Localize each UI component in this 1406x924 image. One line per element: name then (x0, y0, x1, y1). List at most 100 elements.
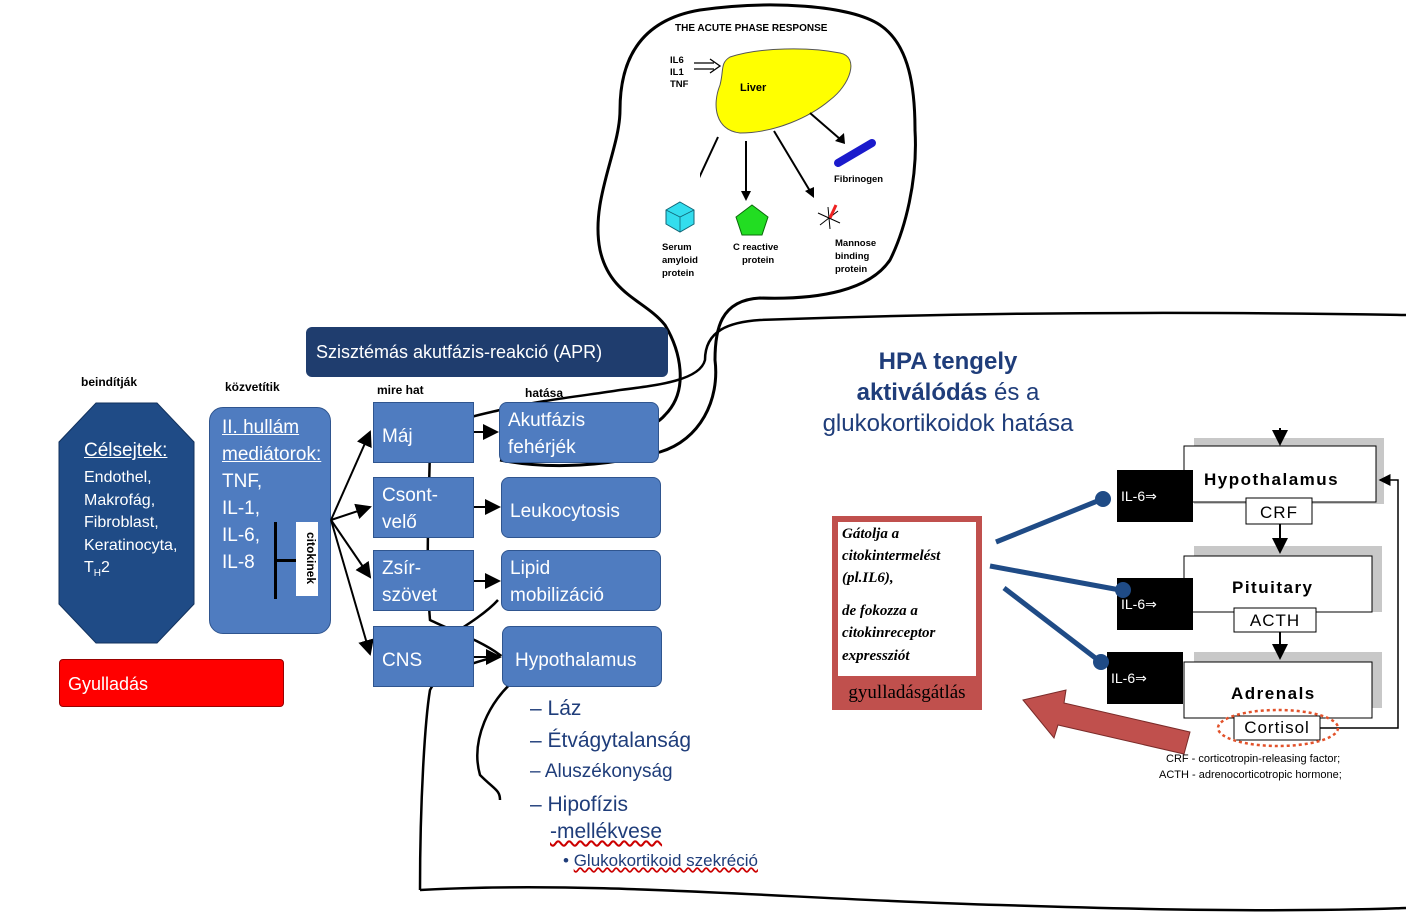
fibrinogen-label: Fibrinogen (834, 174, 884, 185)
label-beinditjak: beindítják (81, 375, 138, 389)
effect-lipid: Lipid mobilizáció (501, 550, 661, 611)
double-arrow-icon (694, 58, 722, 74)
apr-cytokine-tnf: TNF (670, 79, 689, 90)
effect-text: Aluszékonyság (544, 761, 673, 782)
label-hatasa: hatása (525, 386, 564, 400)
organ-line: szövet (382, 585, 437, 606)
gyulladas-box: Gyulladás (59, 659, 284, 707)
celsejtek-octagon (58, 402, 195, 644)
effect-akutfazis: Akutfázis fehérjék (499, 402, 659, 463)
hpa-footnote-acth: ACTH - adrenocorticotropic hormone; (1159, 769, 1342, 781)
mannose-label-1: Mannose (835, 238, 877, 249)
hpa-adrenals-label: Adrenals (1231, 684, 1316, 703)
liver-shape (715, 48, 852, 134)
celsejtek-item-th2: TH2 (84, 557, 177, 586)
apr-cytokine-il6: IL6 (670, 55, 684, 66)
citokinek-label-bg (296, 522, 318, 596)
crp-label-1: C reactive (733, 242, 779, 253)
mediators-bracket-tick (274, 559, 296, 562)
th2-sub: H (93, 568, 102, 580)
hypothalamus-curve (476, 679, 516, 801)
mediators-title-1: II. hullám (222, 417, 300, 438)
note-line: citokinreceptor (842, 625, 936, 641)
hpa-region-outline-bottom (419, 885, 1406, 912)
organ-line: Csont- (382, 485, 438, 506)
th2-main: T (84, 559, 94, 576)
apr-panel-title: THE ACUTE PHASE RESPONSE (675, 23, 828, 34)
effect-line: Lipid (510, 558, 551, 579)
celsejtek-item: Fibroblast, (84, 514, 159, 531)
organ-line: velő (382, 512, 417, 533)
th2-end: 2 (101, 559, 110, 576)
subitem-text: Glukokortikoid szekréció (573, 851, 758, 870)
glukokortikoid-subitem: • Glukokortikoid szekréció (563, 851, 758, 870)
organ-zsirszovet: Zsír- szövet (373, 550, 474, 611)
label-kozvetitik: közvetítik (225, 380, 280, 394)
liver-label: Liver (740, 82, 767, 94)
apr-illustration (700, 48, 876, 236)
hypothalamus-effect-item: – Hipofízis (530, 793, 629, 816)
hpa-title: HPA tengely aktiválódás és a glukokortik… (780, 346, 1116, 439)
effect-text: Étvágytalanság (547, 729, 692, 752)
mediators-box: II. hullám mediátorok: TNF, IL-1, IL-6, … (209, 407, 331, 634)
hpa-diagram (1183, 428, 1399, 748)
note-line: de fokozza a (842, 603, 918, 619)
effect-hypothalamus: Hypothalamus (502, 626, 662, 687)
mannose-label-2: binding (835, 251, 870, 262)
hypothalamus-effect-item: – Étvágytalanság (530, 729, 692, 752)
apr-cytokine-il1: IL1 (670, 67, 684, 78)
effect-text: Hipofízis (547, 793, 629, 816)
hpa-title-bold2: aktiválódás (856, 379, 988, 406)
note-line: expressziót (842, 648, 910, 664)
hypothalamus-effect-item: – Láz (530, 697, 582, 720)
hpa-hypothalamus-label: Hypothalamus (1204, 470, 1340, 489)
celsejtek-item: Endothel, (84, 469, 152, 486)
serum-amyloid-shape (665, 201, 695, 233)
il6-tag-hypothalamus: IL-6⇒ (1117, 470, 1193, 522)
cortisol-label: Cortisol (1244, 718, 1310, 737)
organ-maj: Máj (373, 402, 474, 463)
organ-line: Zsír- (382, 558, 422, 579)
crp-shape (735, 204, 769, 236)
acth-label: ACTH (1249, 611, 1301, 630)
effect-text: Láz (547, 697, 582, 720)
il6-tag-adrenals: IL-6⇒ (1107, 652, 1183, 704)
note-line: Gátolja a (842, 526, 900, 542)
effect-line: mobilizáció (510, 585, 604, 606)
mediator-item: IL-1, (222, 498, 261, 519)
crf-label: CRF (1260, 503, 1298, 522)
organ-csontvelo: Csont- velő (373, 477, 474, 538)
hpa-title-line2: aktiválódás és a (780, 377, 1116, 408)
mediator-item: TNF, (222, 471, 263, 492)
mediator-item: IL-8 (222, 552, 255, 573)
label-mire-hat: mire hat (377, 383, 424, 397)
apr-title-bar: Szisztémás akutfázis-reakció (APR) (306, 327, 668, 377)
hpa-pituitary-label: Pituitary (1232, 578, 1314, 597)
cortisol-arrow (1022, 689, 1191, 755)
mediator-item: IL-6, (222, 525, 261, 546)
hypothalamus-effect-item: – Aluszékonyság (530, 761, 673, 782)
gyulladasgatlas-label: gyulladásgátlás (832, 676, 982, 710)
serum-amyloid-label-3: protein (662, 268, 695, 279)
hpa-title-line1: HPA tengely (878, 348, 1018, 375)
serum-amyloid-label-1: Serum (662, 242, 692, 253)
organ-cns: CNS (373, 626, 474, 687)
apr-cloud-outline (499, 3, 917, 468)
effect-line: Akutfázis (508, 410, 586, 431)
mannose-shape (817, 204, 841, 230)
celsejtek-list: Endothel, Makrofág, Fibroblast, Keratino… (84, 467, 177, 586)
hpa-footnote-crf: CRF - corticotropin-releasing factor; (1166, 753, 1341, 765)
fibrinogen-shape (834, 139, 876, 167)
mediators-title-2: mediátorok: (222, 444, 322, 465)
crp-label-2: protein (742, 255, 775, 266)
celsejtek-title: Célsejtek: (84, 440, 168, 461)
celsejtek-item: Makrofág, (84, 491, 156, 509)
hpa-title-rest: és a (987, 379, 1040, 406)
effect-line: fehérjék (508, 437, 576, 458)
effect-leukocytosis: Leukocytosis (501, 477, 661, 538)
note-line: citokintermelést (842, 548, 941, 564)
celsejtek-item: Keratinocyta, (84, 536, 178, 554)
mannose-label-3: protein (835, 264, 868, 275)
